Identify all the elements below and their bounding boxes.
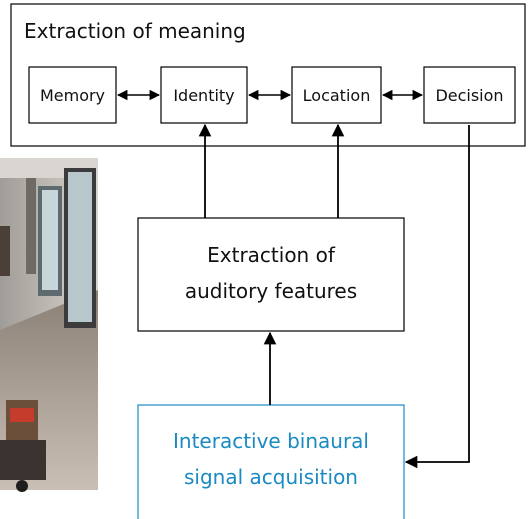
meaning-title: Extraction of meaning (24, 19, 246, 43)
acquisition-box (137, 404, 405, 519)
acquisition-line2: signal acquisition (184, 465, 358, 489)
decision-box (423, 66, 516, 124)
memory-box (28, 66, 117, 124)
features-box (137, 217, 405, 332)
memory-label: Memory (40, 86, 105, 105)
decision-label: Decision (435, 86, 503, 105)
decision-feedback-arrow (404, 125, 470, 469)
features-line1: Extraction of (207, 243, 336, 267)
identity-box (160, 66, 248, 124)
identity-label: Identity (173, 86, 234, 105)
location-label: Location (303, 86, 371, 105)
location-box (291, 66, 382, 124)
features-line2: auditory features (185, 279, 357, 303)
acquisition-line1: Interactive binaural (173, 429, 369, 453)
robot-corridor-photo (0, 158, 98, 492)
